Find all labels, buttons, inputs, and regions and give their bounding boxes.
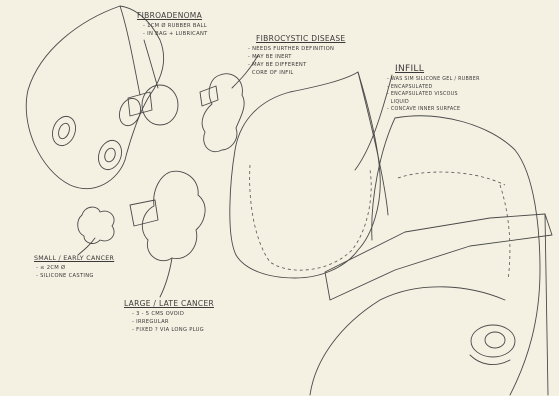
infill-line-1: - Was sim silicone gel / rubber: [387, 76, 480, 84]
infill-line-2: - Encapsulated: [387, 84, 480, 92]
large-cancer-line-2: - Irregular: [132, 318, 214, 326]
fibrocystic-title: Fibrocystic Disease: [256, 34, 345, 43]
fibrocystic-label: Fibrocystic Disease - Needs further defi…: [256, 34, 345, 77]
breast-center-infill: [230, 72, 388, 278]
fibroadenoma-title: Fibroadenoma: [137, 11, 208, 20]
large-cancer-title: Large / Late Cancer: [124, 299, 214, 308]
small-cancer-line-1: - ≤ 2cm ø: [36, 264, 114, 272]
large-cancer-line-1: - 3 - 5 cms ovoid: [132, 310, 214, 318]
fibroadenoma-label: Fibroadenoma - 1cm ø Rubber ball - In Ba…: [137, 11, 208, 38]
fibrocystic-line-1: - Needs further definition: [248, 45, 345, 53]
large-cancer-label: Large / Late Cancer - 3 - 5 cms ovoid - …: [124, 299, 214, 334]
infill-title: Infill: [395, 64, 480, 74]
small-cancer-label: Small / Early Cancer - ≤ 2cm ø - Silicon…: [34, 255, 114, 280]
fibroadenoma-line-2: - In Bag + Lubricant: [143, 30, 208, 38]
fibrocystic-line-2: - May be inert: [248, 53, 345, 61]
fibroadenoma-line-1: - 1cm ø Rubber ball: [143, 22, 208, 30]
small-cancer-title: Small / Early Cancer: [34, 255, 114, 262]
label-leaders: [78, 40, 392, 297]
large-cancer-line-3: - Fixed ? via long plug: [132, 326, 214, 334]
infill-line-5: - Concave inner surface: [387, 106, 480, 114]
small-cancer-insert: [78, 207, 114, 243]
fibrocystic-line-4: core of infil: [248, 69, 345, 77]
fibrocystic-line-3: - May be different: [248, 61, 345, 69]
infill-label: Infill - Was sim silicone gel / rubber -…: [395, 64, 480, 114]
infill-line-4: liquid: [387, 99, 480, 107]
large-cancer-insert: [130, 171, 205, 260]
infill-line-3: - Encapsulated viscous: [387, 91, 480, 99]
small-cancer-line-2: - Silicone casting: [36, 272, 114, 280]
